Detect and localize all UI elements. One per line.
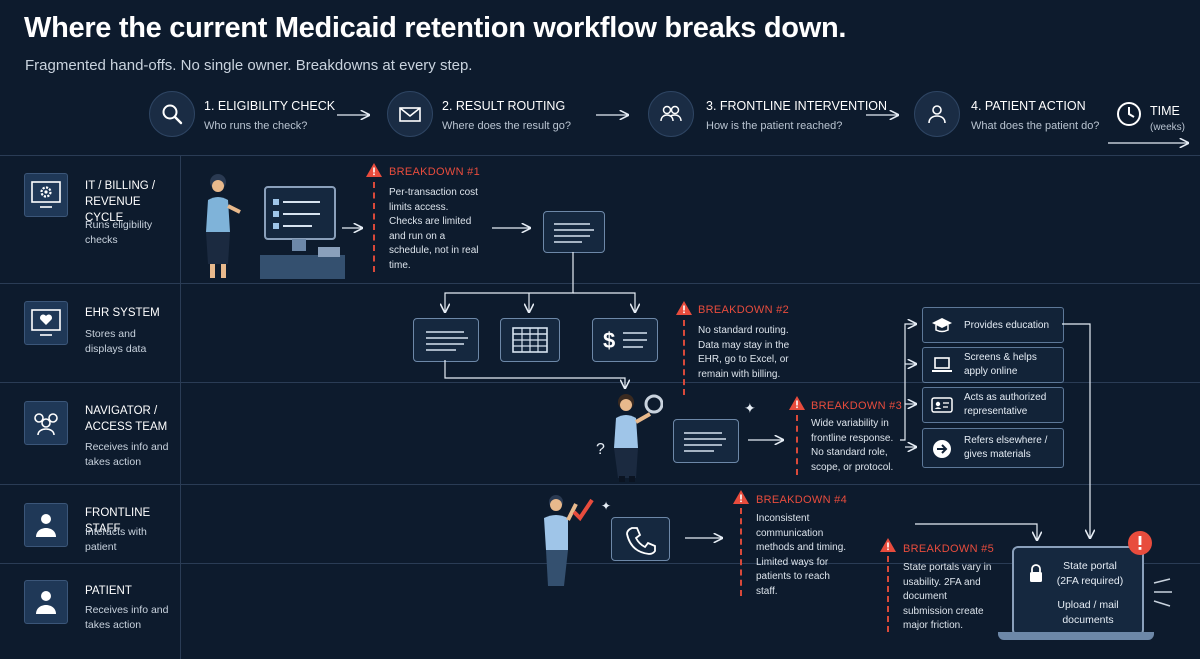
computer-workstation-icon <box>260 185 350 280</box>
action-provides-education: Provides education <box>922 307 1064 343</box>
lane-ehr-title: EHR SYSTEM <box>85 307 160 319</box>
warning-icon <box>788 395 806 416</box>
ehr-record-node <box>413 318 479 362</box>
page-subtitle: Fragmented hand-offs. No single owner. B… <box>25 57 473 74</box>
breakdown-3-text: Wide variability in frontline response. … <box>811 418 894 473</box>
lane-ehr-desc: Stores and displays data <box>85 328 147 355</box>
breakdown-2-title: BREAKDOWN #2 <box>698 304 790 316</box>
warning-icon <box>675 300 693 321</box>
breakdown-1-title: BREAKDOWN #1 <box>389 166 481 178</box>
lane-navigator-title: NAVIGATOR / ACCESS TEAM <box>85 405 168 433</box>
action-screens-apply-online: Screens & helps apply online <box>922 347 1064 383</box>
action-refers-elsewhere: Refers elsewhere / gives materials <box>922 428 1064 468</box>
breakdown-4-marker <box>740 508 742 596</box>
eligibility-result-node <box>543 211 605 253</box>
lane-divider <box>0 155 1200 156</box>
it-staff-figure <box>200 170 248 282</box>
action-label: Refers elsewhere / gives materials <box>964 435 1048 460</box>
person-icon <box>914 91 960 137</box>
portal-upload-action: Upload / mail documents <box>1057 599 1119 626</box>
magnifier-icon <box>149 91 195 137</box>
arrow-right-circle-icon <box>931 439 953 464</box>
step-3-question: How is the patient reached? <box>706 120 843 132</box>
breakdown-5-text: State portals vary in usability. 2FA and… <box>903 562 992 631</box>
billing-dollar-icon: $ <box>592 318 658 362</box>
lane-it-billing-desc: Runs eligibility checks <box>85 219 153 246</box>
graduation-cap-icon <box>931 316 953 339</box>
sparkle-icon: ✦ <box>744 400 756 416</box>
time-label: TIME <box>1150 104 1180 118</box>
warning-icon <box>879 537 897 558</box>
lane-patient-desc: Receives info and takes action <box>85 604 169 631</box>
step-2-question: Where does the result go? <box>442 120 572 132</box>
breakdown-2-marker <box>683 320 685 395</box>
lane-it-billing-title: IT / BILLING / REVENUE CYCLE <box>85 180 156 224</box>
action-label: Screens & helps apply online <box>964 352 1037 377</box>
warning-icon <box>732 489 750 510</box>
breakdown-1-marker <box>373 182 375 272</box>
breakdown-3-marker <box>796 415 798 475</box>
step-3-title: 3. FRONTLINE INTERVENTION <box>706 99 888 113</box>
heart-monitor-icon <box>24 301 68 345</box>
lane-patient-title: PATIENT <box>85 585 132 597</box>
people-icon <box>648 91 694 137</box>
step-1-question: Who runs the check? <box>204 120 308 132</box>
breakdown-4-text: Inconsistent communication methods and t… <box>756 513 847 597</box>
portal-2fa-note: (2FA required) <box>1056 575 1124 587</box>
lane-navigator-desc: Receives info and takes action <box>85 441 169 468</box>
breakdown-3-title: BREAKDOWN #3 <box>811 400 903 412</box>
envelope-icon <box>387 91 433 137</box>
breakdown-1-text: Per-transaction cost limits access. Chec… <box>389 187 479 271</box>
spreadsheet-icon <box>500 318 560 362</box>
state-portal-screen: State portal (2FA required) Upload / mai… <box>1012 546 1144 636</box>
time-unit: (weeks) <box>1150 122 1186 133</box>
action-label: Provides education <box>964 320 1050 331</box>
attention-lines-icon <box>1152 578 1174 613</box>
sparkle-icon: ✦ <box>601 499 612 513</box>
id-card-icon <box>931 396 953 419</box>
breakdown-5-marker <box>887 556 889 632</box>
step-2-title: 2. RESULT ROUTING <box>442 99 566 113</box>
warning-icon <box>365 162 383 183</box>
step-4-title: 4. PATIENT ACTION <box>971 99 1086 113</box>
breakdown-2-text: No standard routing. Data may stay in th… <box>698 325 790 380</box>
svg-text:$: $ <box>603 328 615 353</box>
breakdown-4-title: BREAKDOWN #4 <box>756 494 848 506</box>
lane-frontline-title: FRONTLINE STAFF <box>85 507 151 535</box>
breakdown-5-title: BREAKDOWN #5 <box>903 543 995 555</box>
question-mark-icon: ? <box>596 441 605 458</box>
page-title: Where the current Medicaid retention wor… <box>24 12 847 44</box>
lock-icon <box>1028 563 1044 588</box>
step-1-title: 1. ELIGIBILITY CHECK <box>204 99 336 113</box>
lane-divider <box>0 484 1200 485</box>
laptop-base <box>998 632 1154 640</box>
action-label: Acts as authorized representative <box>964 392 1047 417</box>
navigator-figure <box>608 390 664 485</box>
frontline-staff-figure <box>538 490 598 590</box>
lane-divider <box>0 283 1200 284</box>
team-icon <box>24 401 68 445</box>
lane-header-divider <box>180 155 181 659</box>
alert-icon <box>1127 530 1153 561</box>
portal-title: State portal <box>1063 560 1117 572</box>
lane-divider <box>0 563 1200 564</box>
person-icon <box>24 580 68 624</box>
phone-icon <box>611 517 670 561</box>
clock-icon <box>1116 101 1142 127</box>
lane-frontline-desc: Interacts with patient <box>85 526 147 553</box>
navigator-record-node <box>673 419 739 463</box>
laptop-icon <box>931 356 953 379</box>
gear-monitor-icon <box>24 173 68 217</box>
step-4-question: What does the patient do? <box>971 120 1100 132</box>
person-icon <box>24 503 68 547</box>
action-authorized-representative: Acts as authorized representative <box>922 387 1064 423</box>
